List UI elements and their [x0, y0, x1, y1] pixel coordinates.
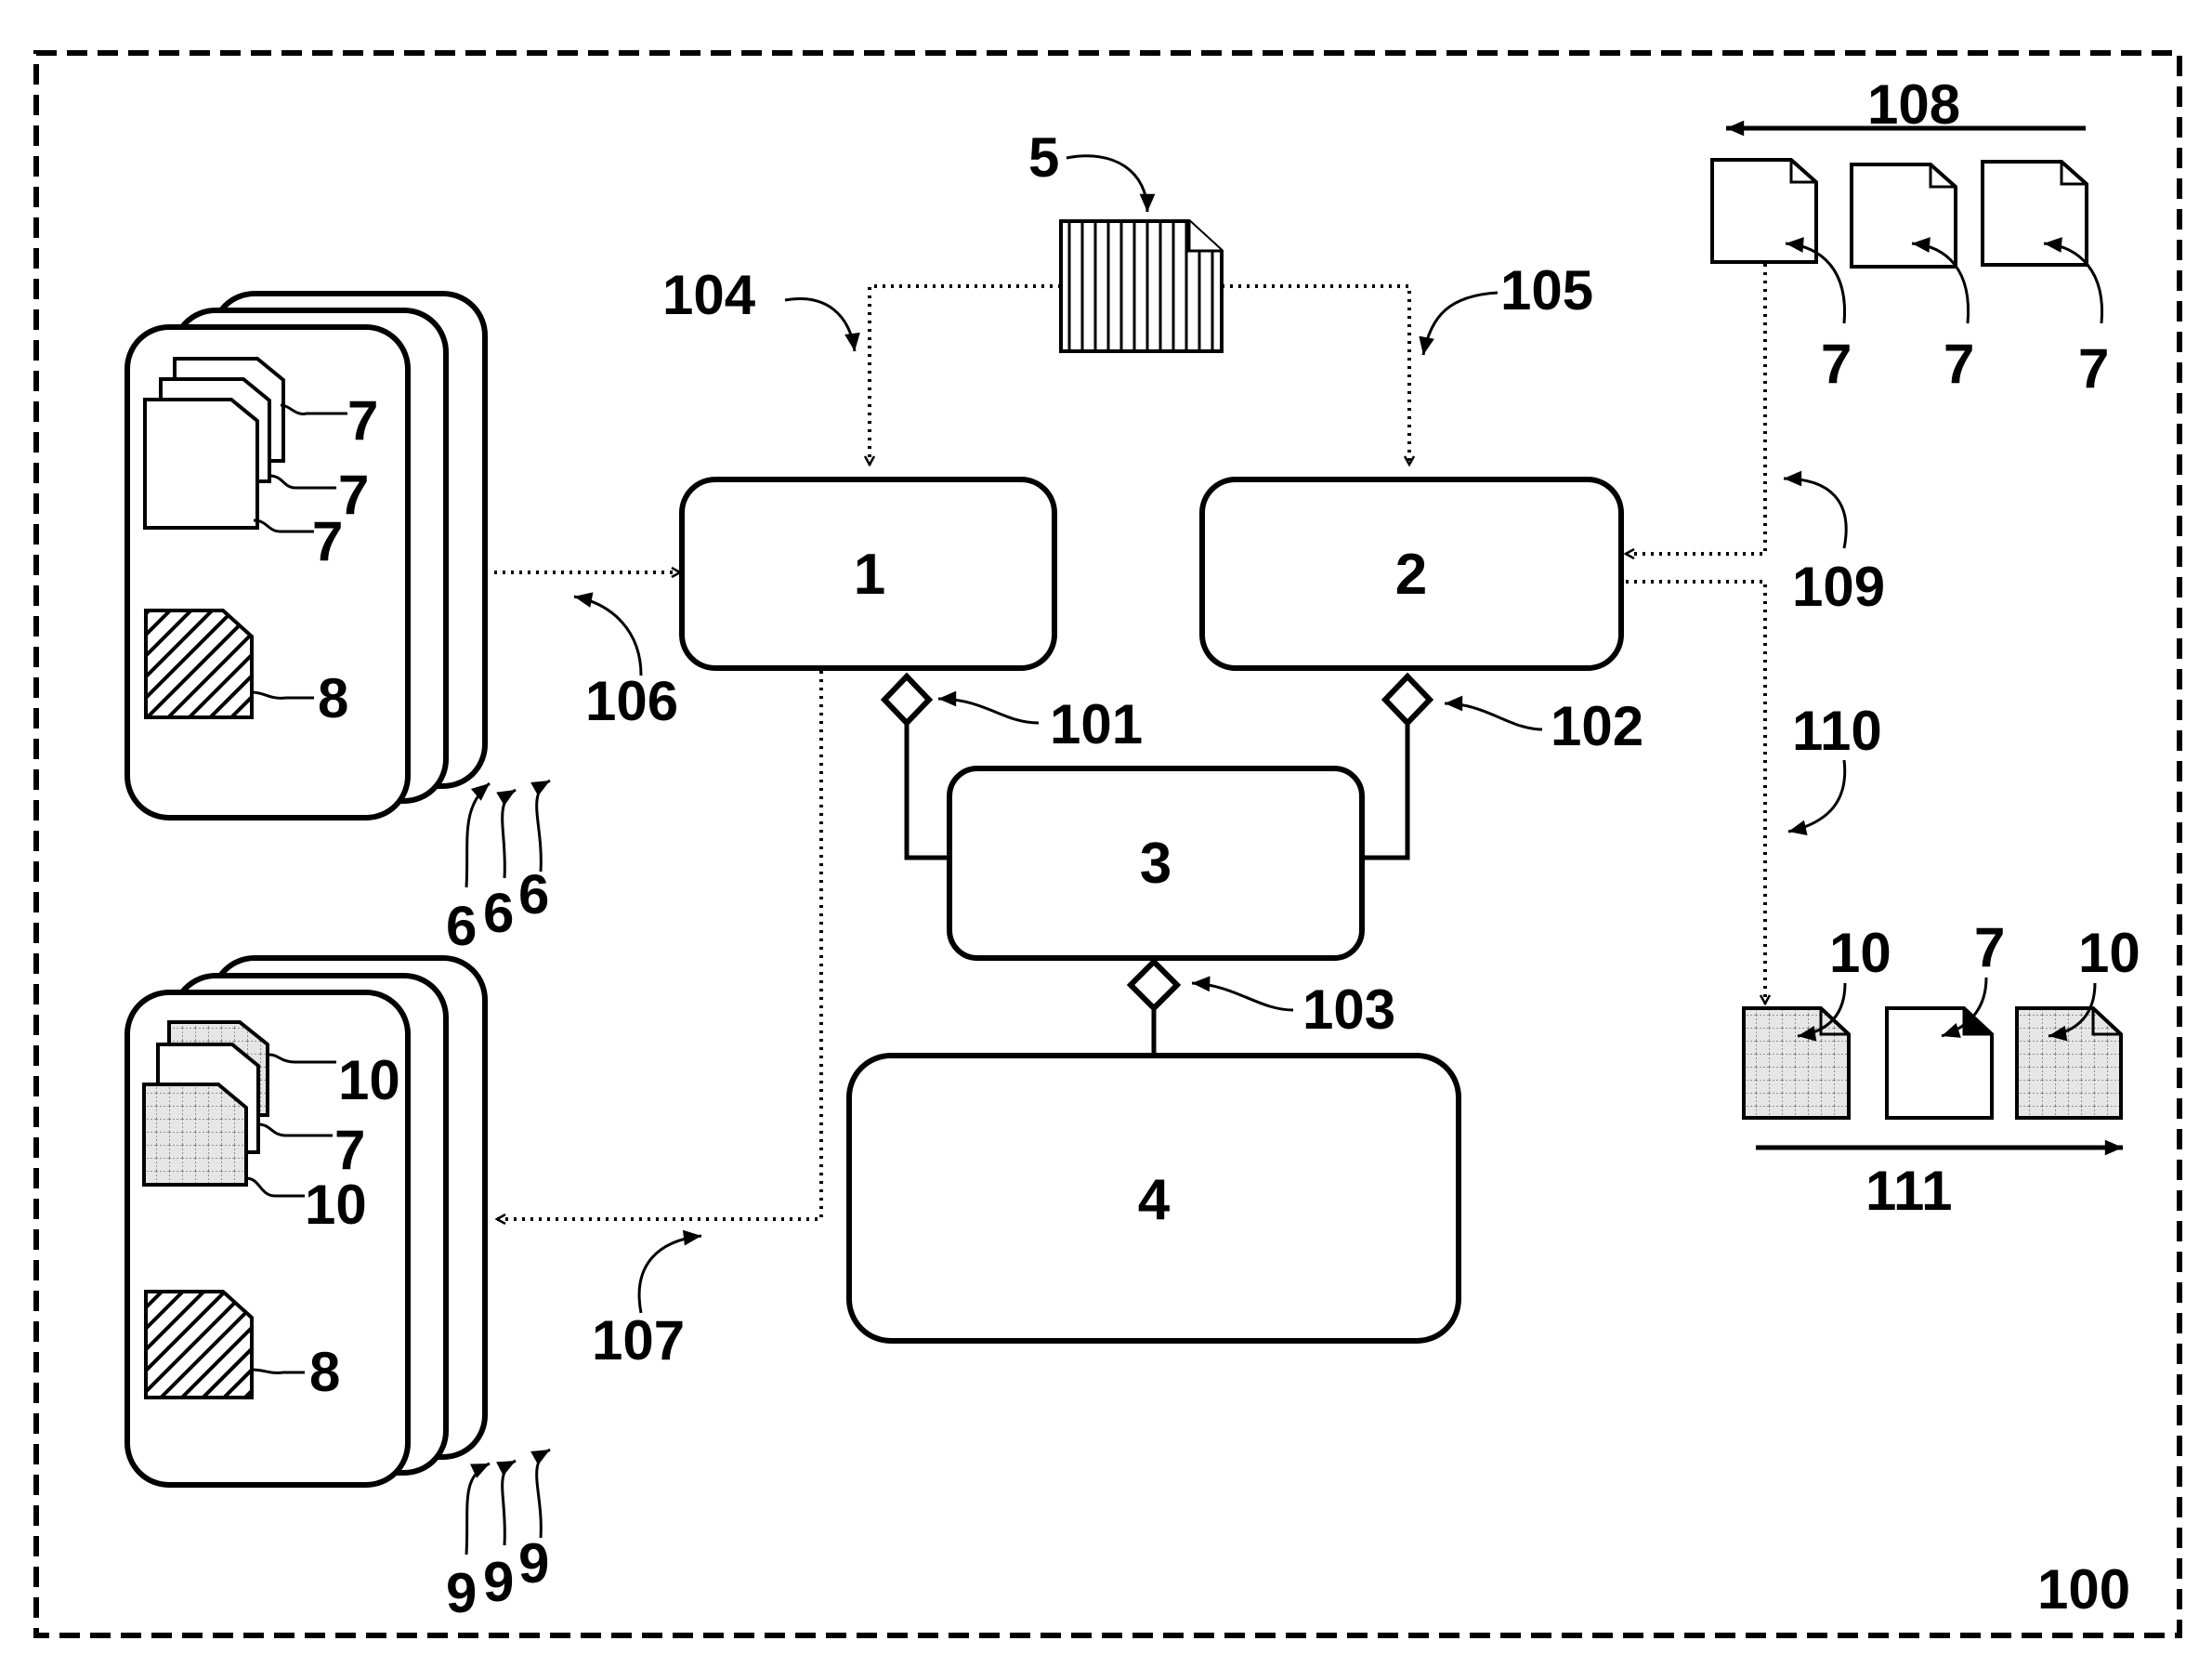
label-hatched-document: 8	[318, 667, 348, 729]
label-flow-109: 109	[1792, 556, 1885, 618]
label-document: 7	[347, 389, 378, 452]
label-flow-111: 111	[1865, 1160, 1953, 1222]
connector-103	[1131, 962, 1177, 1056]
template-document	[1061, 221, 1222, 351]
label-output-record: 9	[518, 1532, 549, 1595]
label-processed-document: 10	[1829, 922, 1891, 984]
label-document: 7	[1974, 916, 2005, 978]
label-flow-106: 106	[585, 670, 678, 732]
label-record: 6	[483, 882, 514, 944]
connector-101	[884, 676, 949, 858]
label-connector-101: 101	[1050, 693, 1143, 755]
label-flow-110: 110	[1792, 700, 1882, 762]
label-connector-103: 103	[1302, 978, 1395, 1041]
label-output-record: 9	[483, 1551, 514, 1613]
label-flow-107: 107	[592, 1309, 685, 1372]
label-processed-document: 10	[338, 1049, 400, 1111]
label-record: 6	[446, 895, 477, 957]
label-document: 7	[1821, 333, 1852, 395]
label-template: 5	[1028, 126, 1059, 189]
label-document: 7	[1944, 333, 1974, 395]
block-1-label: 1	[854, 543, 885, 607]
label-flow-104: 104	[662, 264, 756, 326]
label-connector-102: 102	[1551, 695, 1643, 757]
label-record: 6	[518, 863, 549, 925]
label-document: 7	[312, 510, 343, 572]
record-stack-top	[127, 294, 485, 818]
label-processed-document: 10	[2078, 922, 2140, 984]
connector-102	[1362, 676, 1430, 858]
label-flow-108: 108	[1867, 73, 1960, 136]
label-document: 7	[334, 1119, 365, 1181]
block-2-label: 2	[1395, 543, 1427, 607]
block-4-label: 4	[1138, 1168, 1171, 1232]
output-documents-bottom	[1744, 1008, 2121, 1118]
label-flow-105: 105	[1500, 259, 1593, 322]
label-processed-document: 10	[305, 1174, 367, 1236]
system-label: 100	[2037, 1558, 2130, 1621]
block-3-label: 3	[1140, 832, 1171, 896]
label-hatched-document: 8	[309, 1341, 340, 1403]
input-documents-top	[1712, 160, 2087, 267]
label-document: 7	[2078, 337, 2109, 400]
label-output-record: 9	[446, 1562, 477, 1624]
